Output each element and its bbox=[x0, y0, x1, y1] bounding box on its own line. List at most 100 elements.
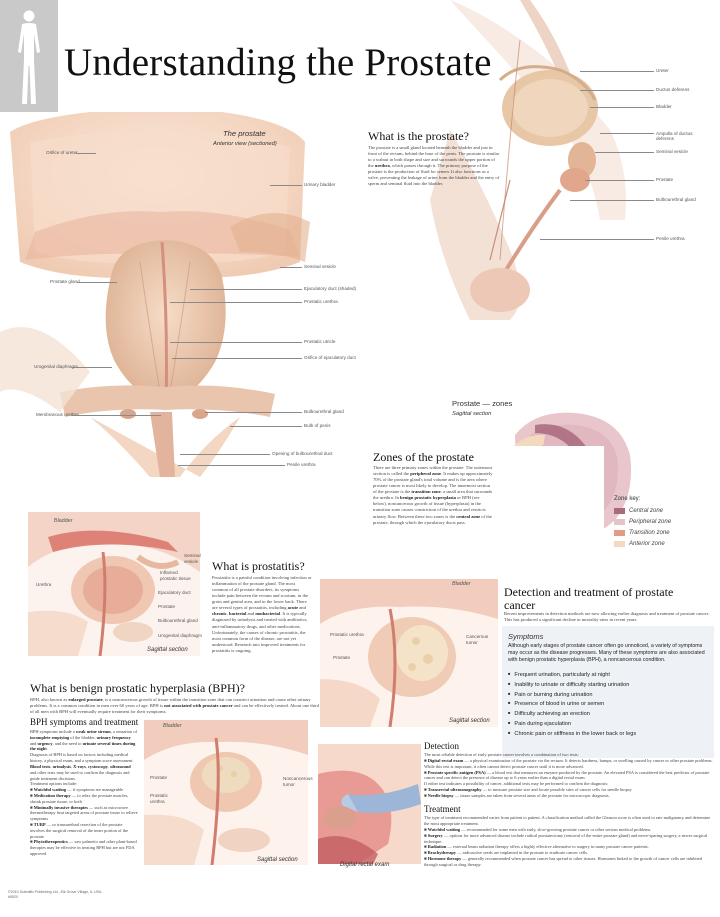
leader-opening-bulbourethral bbox=[180, 454, 270, 455]
bph-label-urethra: Prostatic urethra bbox=[150, 793, 168, 804]
side-anatomy-illustration bbox=[410, 0, 660, 320]
symptom-item: Difficulty achieving an erection bbox=[508, 709, 636, 719]
leader-membranous-urethra bbox=[71, 415, 161, 416]
zone-swatch-central bbox=[614, 507, 625, 514]
label-ureter: Ureter bbox=[656, 68, 669, 73]
zone-swatch-transition bbox=[614, 529, 625, 536]
symptoms-intro: Although early stages of prostate cancer… bbox=[508, 643, 705, 663]
zone-label-anterior: Anterior zone bbox=[629, 540, 665, 547]
label-ampulla: Ampulla of ductus deferens bbox=[656, 131, 693, 142]
leader-bladder bbox=[590, 107, 654, 108]
dre-caption: Digital rectal exam bbox=[340, 862, 390, 868]
leader-side-prostate bbox=[585, 180, 654, 181]
label-ejaculatory-duct: Ejaculatory duct (shaded) bbox=[304, 286, 357, 291]
symptom-item: Frequent urination, particularly at nigh… bbox=[508, 670, 636, 680]
symptoms-panel: Symptoms Although early stages of prosta… bbox=[502, 626, 714, 758]
what-is-prostate-heading: What is the prostate? bbox=[368, 129, 469, 143]
leader-side-seminal-vesicle bbox=[595, 152, 654, 153]
prostatitis-label-urogenital: Urogenital diaphragm bbox=[158, 633, 202, 638]
label-prostatic-urethra: Prostatic urethra bbox=[304, 299, 338, 304]
leader-prostatic-urethra bbox=[170, 302, 302, 303]
label-orifice-ejaculatory: Orifice of ejaculatory duct bbox=[304, 355, 356, 360]
symptom-item: Presence of blood in urine or semen bbox=[508, 699, 636, 709]
label-seminal-vesicle: Seminal vesicle bbox=[304, 264, 336, 269]
treatment-intro: The type of treatment recommended varies… bbox=[424, 815, 711, 826]
prostatitis-heading: What is prostatitis? bbox=[212, 559, 305, 573]
bph-label-bladder: Bladder bbox=[163, 723, 182, 729]
prostatitis-label-seminal: Seminal vesicle bbox=[184, 553, 201, 564]
zone-swatch-anterior bbox=[614, 540, 625, 547]
zone-label-peripheral: Peripheral zone bbox=[629, 518, 672, 525]
leader-urogenital-diaphragm bbox=[72, 367, 112, 368]
zone-key-item: Central zone bbox=[614, 505, 671, 516]
symptom-item: Pain or burning during urination bbox=[508, 690, 636, 700]
zones-text-panel bbox=[370, 446, 604, 542]
page-title: Understanding the Prostate bbox=[64, 41, 492, 84]
prostatitis-label-bladder: Bladder bbox=[54, 518, 73, 524]
prostatitis-illustration bbox=[28, 512, 200, 656]
label-bulb-penis: Bulb of penis bbox=[304, 423, 331, 428]
bph-label-tumor: Noncancerous tumor bbox=[283, 776, 313, 787]
label-bladder: Bladder bbox=[656, 104, 672, 109]
bph-label-prostate: Prostate bbox=[150, 775, 168, 780]
zones-body: There are three primary zones within the… bbox=[373, 465, 493, 525]
leader-bulbourethral-gland bbox=[205, 412, 302, 413]
anterior-prostate-illustration bbox=[0, 112, 318, 477]
digital-rectal-exam-illustration bbox=[318, 744, 421, 864]
prostatitis-label-ejaculatory: Ejaculatory duct bbox=[158, 590, 191, 595]
zones-caption-title: Prostate — zones bbox=[452, 399, 513, 408]
zone-swatch-peripheral bbox=[614, 518, 625, 525]
label-side-seminal-vesicle: Seminal vesicle bbox=[656, 149, 688, 154]
zone-key-legend: Zone key: Central zone Peripheral zone T… bbox=[614, 496, 671, 549]
symptom-item: Chronic pain or stiffness in the lower b… bbox=[508, 729, 636, 739]
prostatitis-label-prostate: Prostate bbox=[158, 604, 176, 609]
leader-side-penile-urethra bbox=[540, 239, 654, 240]
label-opening-bulbourethral: Opening of bulbourethral duct bbox=[272, 451, 333, 456]
copyright-line: ©2010 Scientific Publishing Ltd., Elk Gr… bbox=[8, 890, 102, 894]
label-urogenital-diaphragm: Urogenital diaphragm bbox=[34, 364, 78, 369]
label-side-prostate: Prostate bbox=[656, 177, 674, 182]
label-side-penile-urethra: Penile urethra bbox=[656, 236, 685, 241]
detection-intro: The most reliable detection of early pro… bbox=[424, 752, 579, 757]
label-orifice-ureter: Orifice of ureter bbox=[46, 150, 78, 155]
leader-ductus-deferens bbox=[580, 90, 654, 91]
zone-key-item: Transition zone bbox=[614, 527, 671, 538]
leader-prostate-gland bbox=[77, 282, 117, 283]
label-penile-urethra: Penile urethra bbox=[287, 462, 316, 467]
copyright-footer: ©2010 Scientific Publishing Ltd., Elk Gr… bbox=[8, 890, 101, 899]
leader-orifice-ejaculatory bbox=[172, 358, 302, 359]
catalog-number: #9520 bbox=[8, 894, 18, 899]
leader-orifice-ureter bbox=[76, 153, 96, 154]
leader-ampulla bbox=[600, 133, 654, 134]
prostate-cancer-illustration bbox=[320, 579, 498, 727]
zone-label-central: Central zone bbox=[629, 507, 664, 514]
prostatitis-label-urethra: Urethra bbox=[36, 582, 52, 587]
zone-label-transition: Transition zone bbox=[629, 529, 670, 536]
symptom-item: Pain during ejaculation bbox=[508, 719, 636, 729]
bph-body: BPH, also known as enlarged prostate, is… bbox=[30, 697, 319, 715]
bph-symptoms-body: BPH symptoms include a weak urine stream… bbox=[30, 729, 138, 857]
symptoms-list: Frequent urination, particularly at nigh… bbox=[508, 670, 636, 739]
symptoms-heading: Symptoms bbox=[508, 632, 544, 641]
leader-urinary-bladder bbox=[270, 185, 302, 186]
zones-heading: Zones of the prostate bbox=[373, 450, 474, 464]
leader-bulb-penis bbox=[230, 426, 302, 427]
bph-caption: Sagittal section bbox=[257, 857, 298, 863]
zone-key-item: Anterior zone bbox=[614, 538, 671, 549]
cancer-label-cancerous: Cancerous tumor bbox=[466, 634, 489, 645]
leader-ureter bbox=[580, 71, 654, 72]
zone-key-item: Peripheral zone bbox=[614, 516, 671, 527]
prostatitis-label-inflamed: Inflamed prostatic tissue bbox=[160, 570, 191, 581]
bph-illustration bbox=[144, 720, 308, 865]
leader-penile-urethra bbox=[178, 465, 285, 466]
anterior-caption-title: The prostate bbox=[223, 129, 266, 138]
prostatitis-caption: Sagittal section bbox=[147, 647, 188, 653]
label-bulbourethral-gland: Bulbourethral gland bbox=[304, 409, 344, 414]
cancer-caption: Sagittal section bbox=[449, 718, 490, 724]
zone-key-title: Zone key: bbox=[614, 496, 641, 502]
label-ductus-deferens: Ductus deferens bbox=[656, 87, 690, 92]
cancer-label-prostate: Prostate bbox=[333, 655, 351, 660]
label-urinary-bladder: Urinary bladder bbox=[304, 182, 336, 187]
cancer-label-prostatic-urethra: Prostatic urethra bbox=[330, 632, 364, 637]
cancer-heading: Detection and treatment of prostate canc… bbox=[504, 585, 674, 612]
